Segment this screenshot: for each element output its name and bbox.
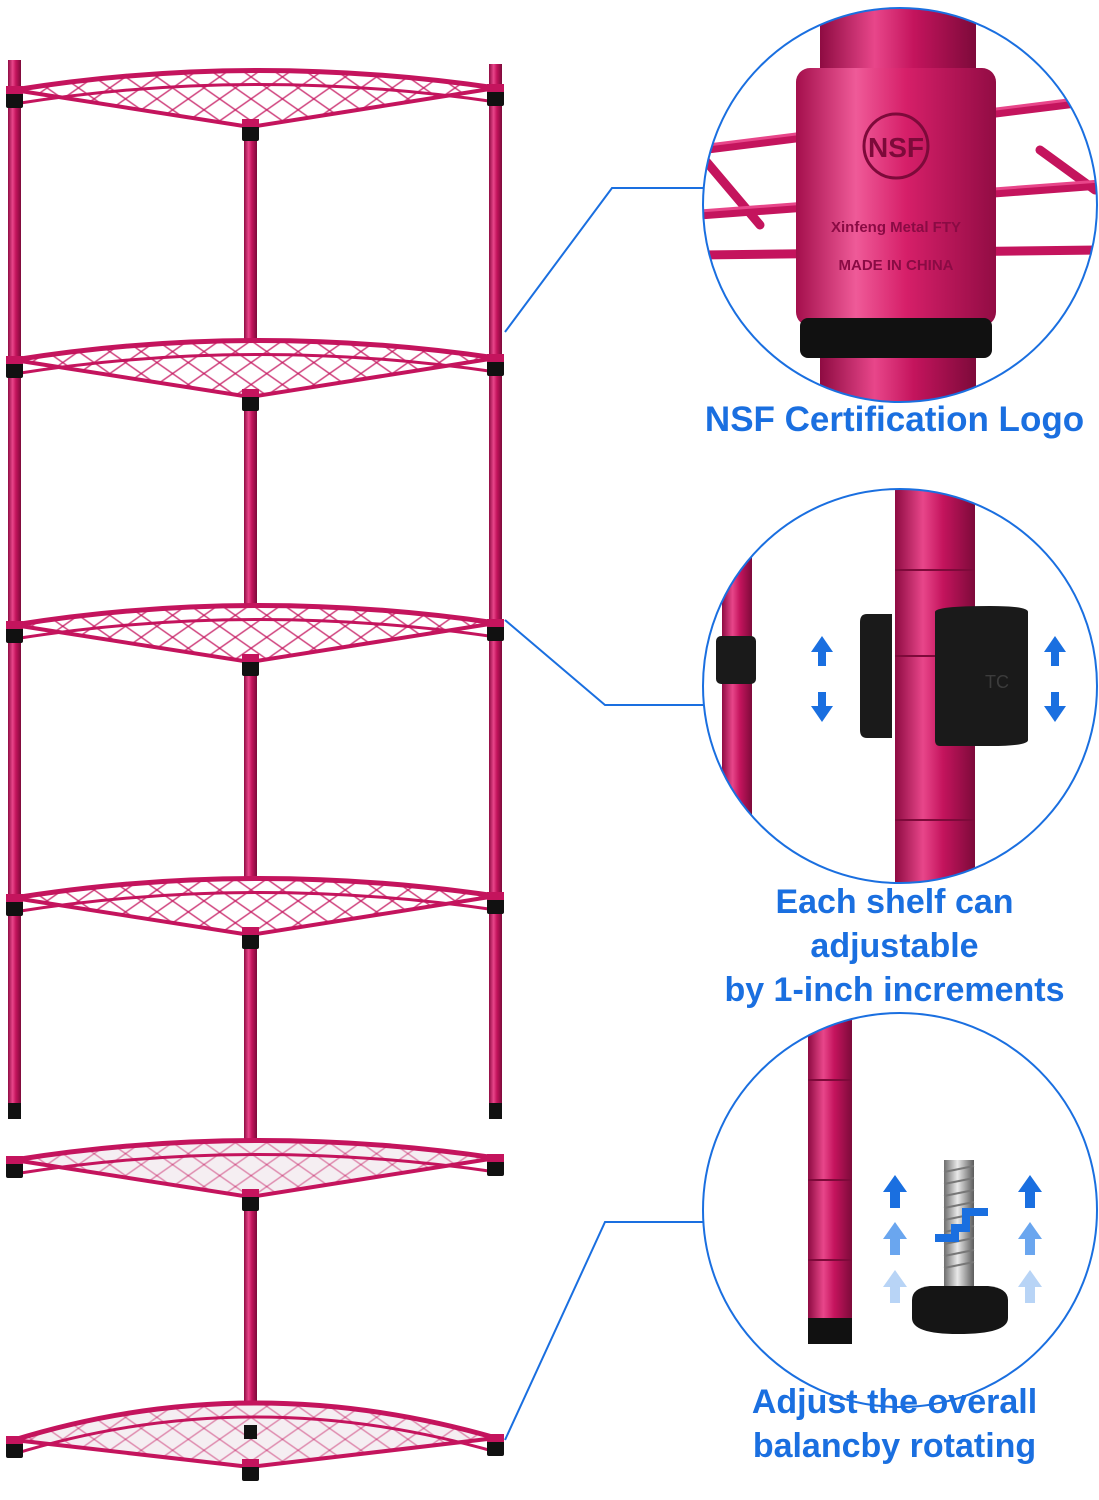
caption-adjust-line-1: Each shelf can adjustable <box>775 883 1014 965</box>
right-pole <box>489 64 502 1118</box>
arrow-up-icon <box>811 636 1066 666</box>
left-foot <box>8 1103 21 1119</box>
left-pole <box>8 60 21 1118</box>
arrow-down-icon <box>811 692 1066 722</box>
callout-adjust-detail: TC <box>702 488 1098 884</box>
caption-leveler-line-1: Adjust the overall <box>751 1383 1038 1421</box>
sleeve-maker-text: Xinfeng Metal FTY <box>831 219 961 236</box>
wire-shelf <box>6 337 504 411</box>
right-foot <box>489 1103 502 1119</box>
corner-shelf-unit <box>6 60 504 1481</box>
callout-nsf-detail: NSF Xinfeng Metal FTY MADE IN CHINA <box>702 7 1098 403</box>
caption-nsf-line: NSF Certification Logo <box>704 400 1085 439</box>
nsf-logo-icon <box>862 112 930 180</box>
caption-adjust-line-2: by 1-inch increments <box>724 971 1065 1009</box>
wire-shelf <box>6 67 504 141</box>
caption-nsf: NSF Certification Logo <box>690 398 1099 442</box>
callout-connectors <box>504 187 703 1441</box>
back-pole <box>244 118 257 1438</box>
caption-leveler-line-2: balancby rotating <box>752 1427 1037 1465</box>
caption-leveler: Adjust the overall balancby rotating <box>690 1380 1099 1468</box>
wire-shelf <box>6 602 504 676</box>
sleeve-origin-text: MADE IN CHINA <box>839 257 954 274</box>
wire-shelf <box>6 1137 504 1211</box>
wire-shelf <box>6 875 504 949</box>
arrow-up-icon <box>883 1175 1042 1303</box>
svg-text:TC: TC <box>985 672 1009 692</box>
wire-shelf <box>6 1400 504 1481</box>
caption-adjust: Each shelf can adjustable by 1-inch incr… <box>690 880 1099 1012</box>
back-foot <box>244 1425 257 1439</box>
callout-leveler-detail <box>702 1012 1098 1408</box>
nsf-logo-text: NSF <box>868 132 924 163</box>
